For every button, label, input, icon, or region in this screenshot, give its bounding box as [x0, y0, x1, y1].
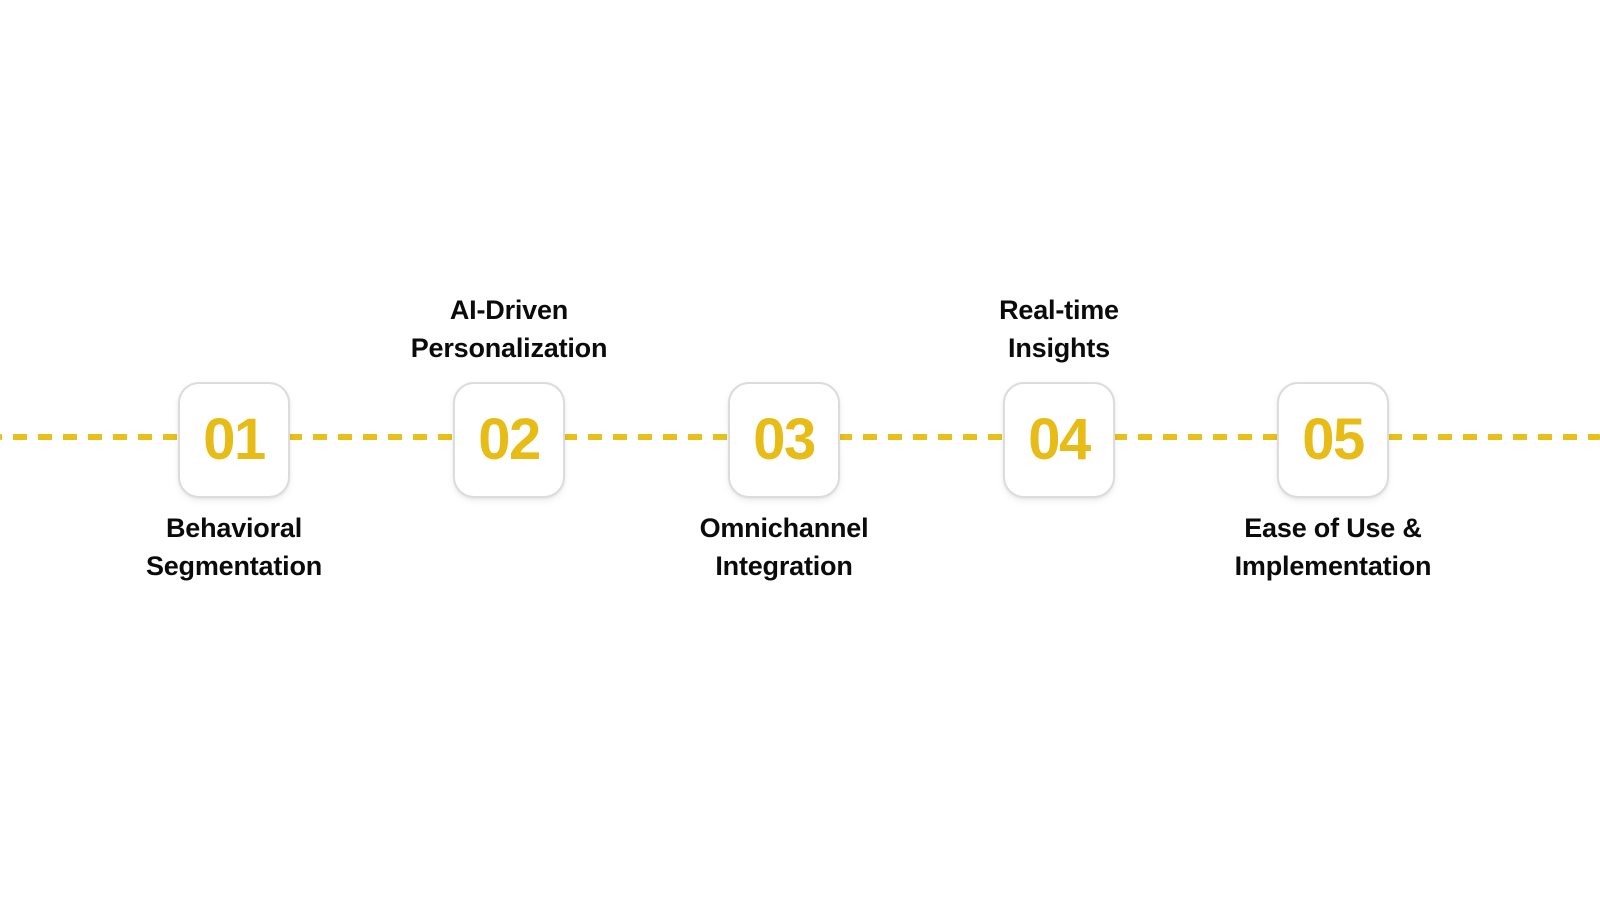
step-label-02-line-1: AI-Driven	[449, 295, 569, 326]
step-node-card-03[interactable]: 03	[728, 382, 840, 498]
step-label-02: AI-Driven Personalization	[339, 292, 679, 368]
step-label-01: Behavioral Segmentation	[64, 510, 404, 586]
step-node-card-04[interactable]: 04	[1003, 382, 1115, 498]
step-node-card-05[interactable]: 05	[1277, 382, 1389, 498]
step-label-01-line-1: Behavioral	[165, 513, 303, 543]
step-node-card-01[interactable]: 01	[178, 382, 290, 498]
step-label-01-line-2: Segmentation	[145, 550, 323, 581]
step-label-05: Ease of Use & Implementation	[1163, 510, 1503, 586]
timeline-step-04[interactable]: 04 Real-time Insights	[999, 295, 1119, 498]
timeline-step-03[interactable]: 03 Omnichannel Integration	[700, 382, 869, 581]
step-label-04-line-2: Insights	[1008, 333, 1110, 364]
timeline-step-05[interactable]: 05 Ease of Use & Implementation	[1235, 382, 1432, 581]
step-number-03: 03	[753, 407, 816, 472]
step-number-04: 04	[1028, 407, 1091, 472]
step-label-05-line-2: Implementation	[1234, 550, 1432, 581]
step-number-02: 02	[478, 407, 541, 472]
step-label-04: Real-time Insights	[889, 292, 1229, 368]
timeline-step-01[interactable]: 01 Behavioral Segmentation	[146, 382, 322, 581]
step-label-05-line-1: Ease of Use &	[1244, 513, 1422, 543]
step-number-01: 01	[203, 407, 266, 472]
step-label-03-line-2: Integration	[715, 550, 853, 581]
step-label-03: Omnichannel Integration	[614, 510, 954, 586]
step-node-card-02[interactable]: 02	[453, 382, 565, 498]
step-label-02-line-2: Personalization	[410, 333, 608, 364]
step-label-03-line-1: Omnichannel	[699, 513, 869, 543]
step-number-05: 05	[1302, 407, 1365, 472]
step-label-04-line-1: Real-time	[999, 295, 1119, 326]
timeline-step-02[interactable]: 02 AI-Driven Personalization	[411, 295, 607, 498]
